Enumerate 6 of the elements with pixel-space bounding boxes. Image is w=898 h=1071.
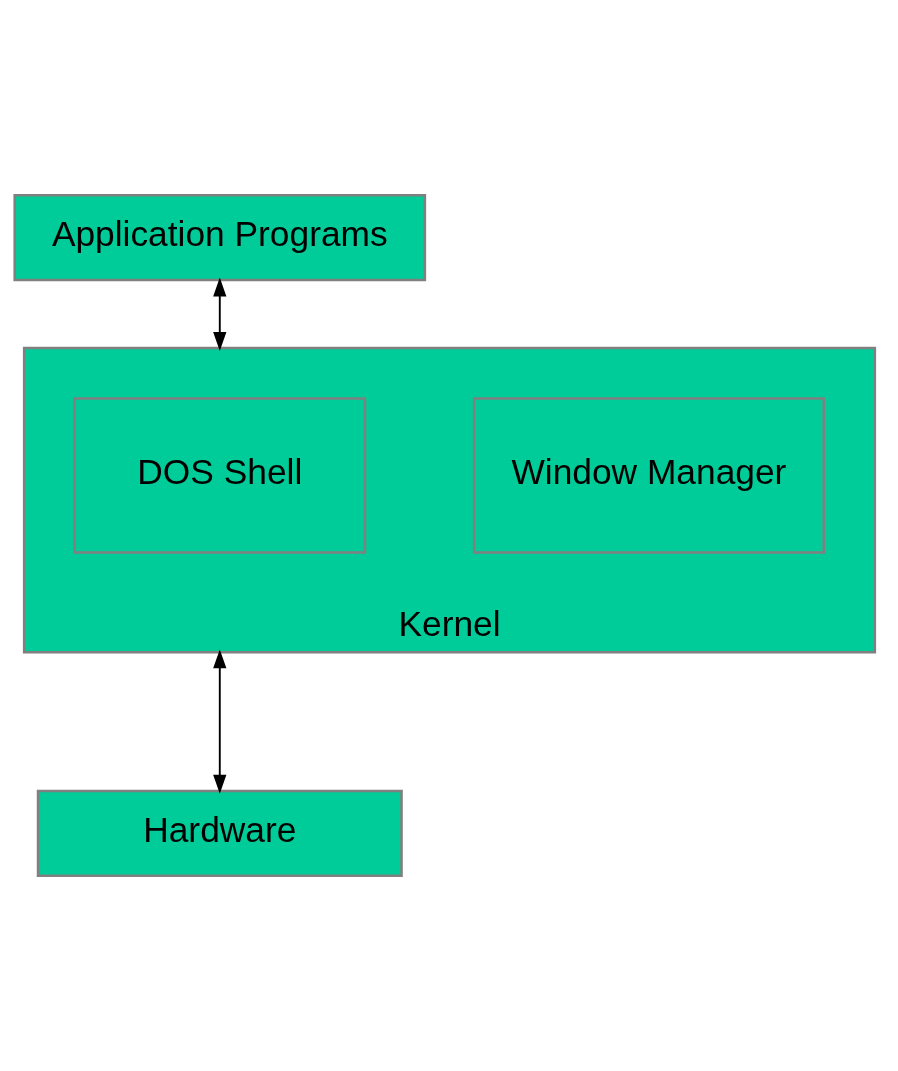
node-box: Hardware — [36, 789, 403, 877]
arrow — [212, 277, 226, 351]
node-box: Window Manager — [472, 397, 825, 554]
node-box: Application Programs — [12, 194, 426, 282]
node-box: DOS Shell — [72, 397, 366, 554]
arrow — [212, 649, 226, 794]
